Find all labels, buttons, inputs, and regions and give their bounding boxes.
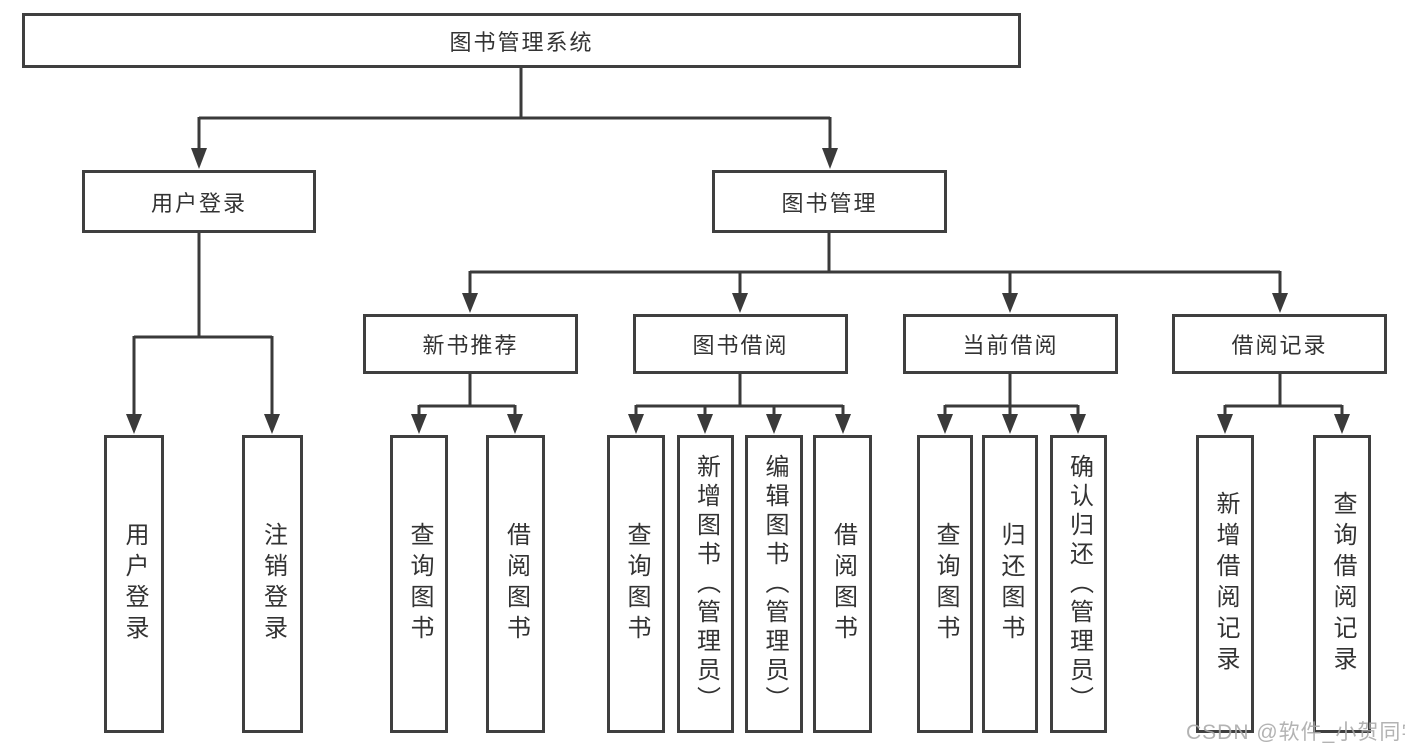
leaf-return-books-label: 归还图书: [997, 522, 1024, 646]
leaf-borrow-books-recommend-label: 借阅图书: [502, 522, 530, 646]
leaf-edit-book-admin-label: 编辑图书（管理员）: [761, 453, 788, 715]
node-library-system: 图书管理系统: [22, 13, 1021, 68]
node-borrow-records: 借阅记录: [1172, 314, 1387, 374]
leaf-query-books-recommend-label: 查询图书: [406, 522, 433, 646]
leaf-add-borrow-record: 新增借阅记录: [1196, 435, 1254, 733]
leaf-query-borrow-record: 查询借阅记录: [1313, 435, 1371, 733]
node-current-borrow-label: 当前借阅: [962, 333, 1059, 358]
node-book-borrow: 图书借阅: [633, 314, 848, 374]
leaf-user-login-label: 用户登录: [121, 522, 148, 646]
node-user-login-label: 用户登录: [150, 190, 247, 216]
leaf-confirm-return-admin-label: 确认归还（管理员）: [1065, 453, 1093, 715]
leaf-add-book-admin-label: 新增图书（管理员）: [692, 453, 720, 715]
node-new-book-recommend: 新书推荐: [363, 314, 578, 374]
leaf-query-books-borrow: 查询图书: [607, 435, 665, 733]
csdn-watermark: CSDN @软件_小贺同学: [1186, 721, 1405, 744]
leaf-query-borrow-record-label: 查询借阅记录: [1329, 491, 1356, 677]
leaf-logout-label: 注销登录: [259, 522, 287, 646]
leaf-borrow-books-recommend: 借阅图书: [486, 435, 545, 733]
leaf-add-borrow-record-label: 新增借阅记录: [1212, 491, 1239, 677]
node-book-borrow-label: 图书借阅: [692, 333, 789, 358]
node-new-book-recommend-label: 新书推荐: [422, 333, 519, 358]
leaf-return-books: 归还图书: [982, 435, 1038, 733]
node-book-management-label: 图书管理: [781, 190, 878, 216]
node-current-borrow: 当前借阅: [903, 314, 1118, 374]
arrowheads: [126, 148, 1350, 434]
leaf-query-books-borrow-label: 查询图书: [623, 522, 650, 646]
leaf-user-login: 用户登录: [104, 435, 164, 733]
leaf-query-books-recommend: 查询图书: [390, 435, 448, 733]
leaf-query-books-current: 查询图书: [917, 435, 973, 733]
leaf-borrow-books: 借阅图书: [813, 435, 872, 733]
node-user-login: 用户登录: [82, 170, 316, 233]
leaf-add-book-admin: 新增图书（管理员）: [677, 435, 734, 733]
node-library-system-label: 图书管理系统: [449, 29, 594, 55]
leaf-confirm-return-admin: 确认归还（管理员）: [1050, 435, 1107, 733]
leaf-borrow-books-label: 借阅图书: [829, 522, 857, 646]
leaf-edit-book-admin: 编辑图书（管理员）: [745, 435, 803, 733]
node-borrow-records-label: 借阅记录: [1231, 333, 1328, 358]
leaf-query-books-current-label: 查询图书: [932, 522, 959, 646]
node-book-management: 图书管理: [712, 170, 947, 233]
leaf-logout: 注销登录: [242, 435, 303, 733]
